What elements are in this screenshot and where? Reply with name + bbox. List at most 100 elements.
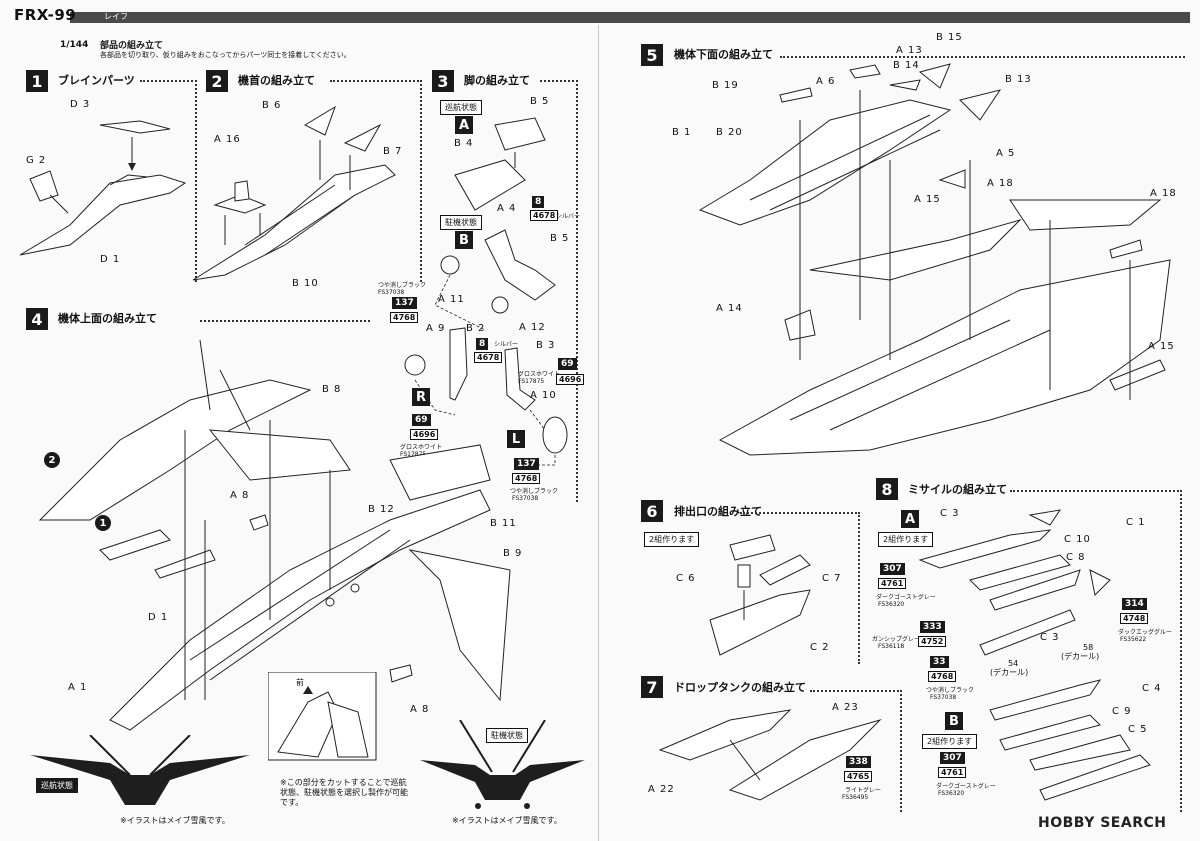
step-6-make2: 2組作ります [644,532,700,547]
part-B8: B 8 [322,384,342,395]
step-2-title: 機首の組み立て [238,74,315,87]
step-1-badge: 1 [26,70,48,92]
part-A14: A 14 [716,303,743,314]
scale-label: 1/144 [60,40,89,50]
state-cruise-label: 巡航状態 [440,100,482,115]
part-C8: C 8 [1066,552,1086,563]
part-C3: C 3 [940,508,960,519]
part-C1: C 1 [1126,517,1146,528]
paint-black-name: つや消しブラック [378,282,427,289]
missile-B-badge: B [945,712,963,730]
paint-4748-code: 4748 [1120,613,1149,624]
paint-silver-b-name: シルバー [494,341,519,348]
part-B11: B 11 [490,518,517,529]
brand-logo: HOBBY SEARCH [1038,815,1167,831]
paint-white-name: グロスホワイト [518,371,561,378]
part-A18: A 18 [987,178,1014,189]
step-7-badge: 7 [641,676,663,698]
illust-note-left: ※イラストはメイブ雪風です。 [120,816,230,825]
paint-4678b-code: 4678 [474,352,503,363]
state-R-badge: R [412,388,430,406]
part-B2: B 2 [466,323,486,334]
cruise-preview [30,735,250,805]
step-6-title: 排出口の組み立て [674,505,762,518]
paint-4765-code: 4765 [844,771,873,782]
paint-69-num: 69 [558,358,577,370]
decal-58-label: (デカール) [1061,652,1100,661]
part-B1: B 1 [672,127,692,138]
parked-state-caption: 駐機状態 [486,728,528,743]
step-4-frame-top [200,320,370,322]
step-4-title: 機体上面の組み立て [58,312,157,325]
part-A9: A 9 [426,323,446,334]
step-5-frame-top [780,56,1185,58]
step-6-badge: 6 [641,500,663,522]
callout-2: 2 [44,452,60,468]
state-B-badge: B [455,231,473,249]
cut-note: ※この部分をカットすることで巡航状態、駐機状態を選択し製作が可能です。 [280,778,408,807]
step-2-frame [330,80,422,282]
paint-black-c-fs: FS37038 [930,694,957,701]
paint-4768-code: 4768 [390,312,419,323]
model-name: FRX-99 [14,6,77,24]
step-7-frame [810,690,902,812]
part-A22: A 22 [648,784,675,795]
missile-B-make2: 2組作ります [922,734,978,749]
part-A16: A 16 [214,134,241,145]
part-B19: B 19 [712,80,739,91]
paint-4761-code: 4761 [878,578,907,589]
paint-338-num: 338 [846,756,871,768]
paint-duckegg-fs: FS35622 [1120,636,1147,643]
step-2-illustration [192,105,396,281]
part-G2: G 2 [26,155,47,166]
part-C7: C 7 [822,573,842,584]
part-C4: C 4 [1142,683,1162,694]
paint-8b-num: 8 [476,338,489,350]
step-3-frame [540,80,578,502]
part-A1: A 1 [68,682,88,693]
paint-4696-code: 4696 [556,374,585,385]
page-fold [598,25,599,841]
paint-4768c-code: 4768 [928,671,957,682]
part-D1b: D 1 [148,612,169,623]
part-B9: B 9 [503,548,523,559]
front-label: 前 [296,678,304,687]
part-B10: B 10 [292,278,319,289]
step-7-illustration [658,709,882,801]
header-bar [70,12,1190,23]
step-4-illustration [38,339,511,731]
model-subtitle: レイフ [104,12,128,21]
callout-1: 1 [95,515,111,531]
paint-4761b-code: 4761 [938,767,967,778]
part-C2: C 2 [810,642,830,653]
missile-A-badge: A [901,510,919,528]
part-B5b: B 5 [550,233,570,244]
state-A-badge: A [455,116,473,134]
part-C9: C 9 [1112,706,1132,717]
part-B7: B 7 [383,146,403,157]
paint-33-num: 33 [930,656,949,668]
part-A23: A 23 [832,702,859,713]
part-A11: A 11 [438,294,465,305]
decal-58: 58 [1083,643,1094,652]
missile-A-make2: 2組作ります [878,532,934,547]
paint-307-num: 307 [880,563,905,575]
state-parked-label: 駐機状態 [440,215,482,230]
step-8-frame [1010,490,1182,812]
part-A18b: A 18 [1150,188,1177,199]
step-3-illustration [404,117,568,466]
decal-54: 54 [1008,659,1019,668]
paint-duckegg-name: ダックエッググルー [1118,629,1172,636]
part-A15b: A 15 [1148,341,1175,352]
step-5-illustration [698,63,1171,456]
state-L-badge: L [507,430,525,448]
step-8-badge: 8 [876,478,898,500]
step-1-title: ブレインパーツ [58,74,135,87]
paint-4678-code: 4678 [530,210,559,221]
part-C5: C 5 [1128,724,1148,735]
cut-detail-inset [268,672,377,761]
step-3-title: 脚の組み立て [464,74,530,87]
step-7-title: ドロップタンクの組み立て [674,681,806,694]
paint-white-fs: FS17875 [518,378,545,385]
part-A12: A 12 [519,322,546,333]
